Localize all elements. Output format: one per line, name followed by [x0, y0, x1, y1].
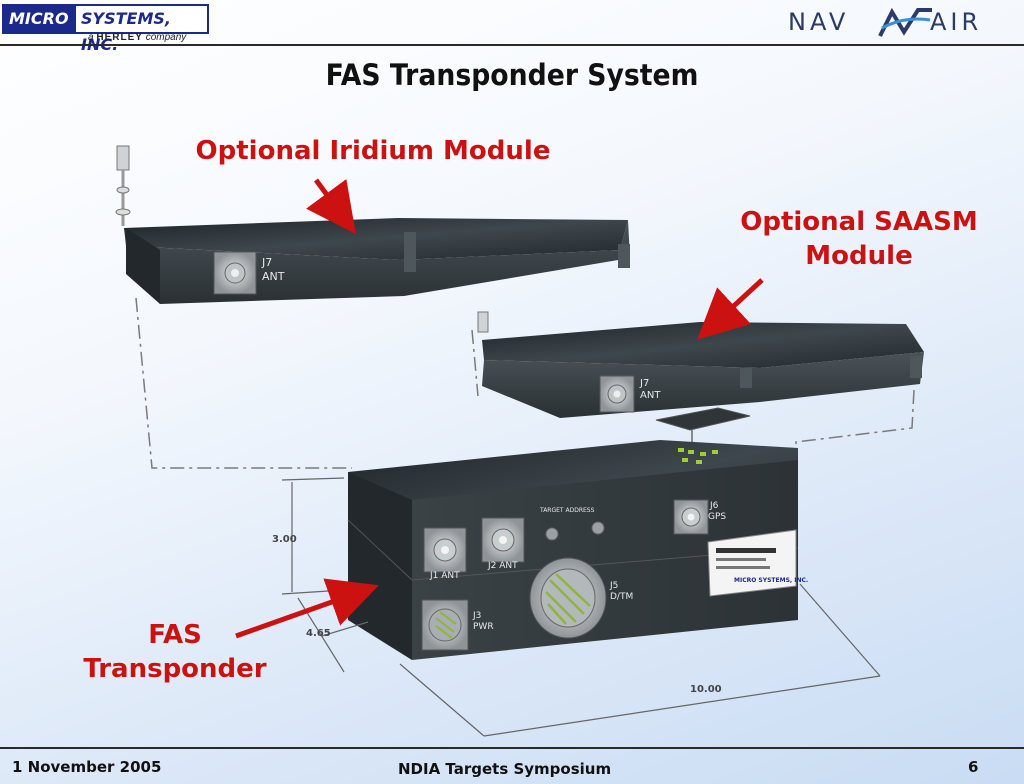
callout-saasm-line1: Optional SAASM — [740, 207, 978, 237]
target-address-label: TARGET ADDRESS — [539, 507, 595, 514]
fas-transponder-unit: J1 ANT J2 ANT TARGET ADDRESS J3 PWR J5 D… — [347, 440, 808, 660]
logo-micro-text: MICRO — [2, 4, 76, 34]
callout-saasm: Optional SAASM Module — [704, 205, 1014, 273]
callout-saasm-line2: Module — [805, 241, 913, 271]
logo-sub-brand: HERLEY — [96, 32, 143, 43]
navair-logo: NAV AIR — [788, 7, 998, 38]
logo-sub-prefix: a — [88, 32, 94, 43]
mounting-screw-top-left — [115, 145, 131, 226]
iridium-j7-label: J7 — [261, 256, 272, 269]
navair-air-text: AIR — [930, 8, 983, 36]
callout-iridium: Optional Iridium Module — [195, 136, 551, 166]
j2-label: J2 ANT — [487, 561, 518, 571]
logo-subtitle: a HERLEY company — [88, 32, 186, 43]
slide-title: FAS Transponder System — [325, 58, 699, 92]
footer-date: 1 November 2005 — [12, 758, 162, 776]
saasm-ant-label: ANT — [640, 390, 661, 401]
navair-nav-text: NAV — [788, 8, 850, 36]
j3-label: J3 — [472, 611, 481, 621]
iridium-module: J7 ANT — [124, 218, 630, 304]
callout-arrows — [235, 178, 764, 639]
j6-label: J6 — [709, 501, 719, 511]
dimension-length: 10.00 — [690, 684, 722, 695]
j5-dtm-label: D/TM — [610, 592, 633, 602]
navair-wave-icon — [878, 7, 932, 37]
footer-page-number: 6 — [968, 758, 979, 776]
dimension-height: 3.00 — [272, 534, 297, 545]
j1-label: J1 ANT — [429, 571, 460, 581]
interconnect-board — [655, 407, 751, 442]
assembly-guide-lines — [135, 297, 915, 469]
callout-fas-line1: FAS — [148, 620, 202, 650]
iridium-ant-label: ANT — [262, 270, 285, 283]
logo-systems-text: SYSTEMS, INC. — [74, 4, 209, 54]
micro-systems-logo: MICRO SYSTEMS, INC. a HERLEY company — [2, 4, 209, 54]
nameplate-text: MICRO SYSTEMS, INC. — [734, 577, 808, 584]
saasm-module: J7 ANT — [482, 322, 924, 418]
footer-event: NDIA Targets Symposium — [398, 760, 612, 778]
mounting-screw-saasm — [477, 311, 489, 333]
dimension-depth: 4.65 — [306, 628, 331, 639]
logo-sub-suffix: company — [145, 32, 187, 43]
j6-gps-label: GPS — [708, 512, 726, 522]
callout-fas-transponder: FAS Transponder — [60, 618, 290, 686]
saasm-j7-label: J7 — [639, 378, 649, 389]
callout-fas-line2: Transponder — [83, 654, 267, 684]
j5-label: J5 — [609, 581, 618, 591]
j3-pwr-label: PWR — [473, 622, 494, 632]
header-divider — [0, 44, 1024, 46]
footer-divider — [0, 747, 1024, 749]
